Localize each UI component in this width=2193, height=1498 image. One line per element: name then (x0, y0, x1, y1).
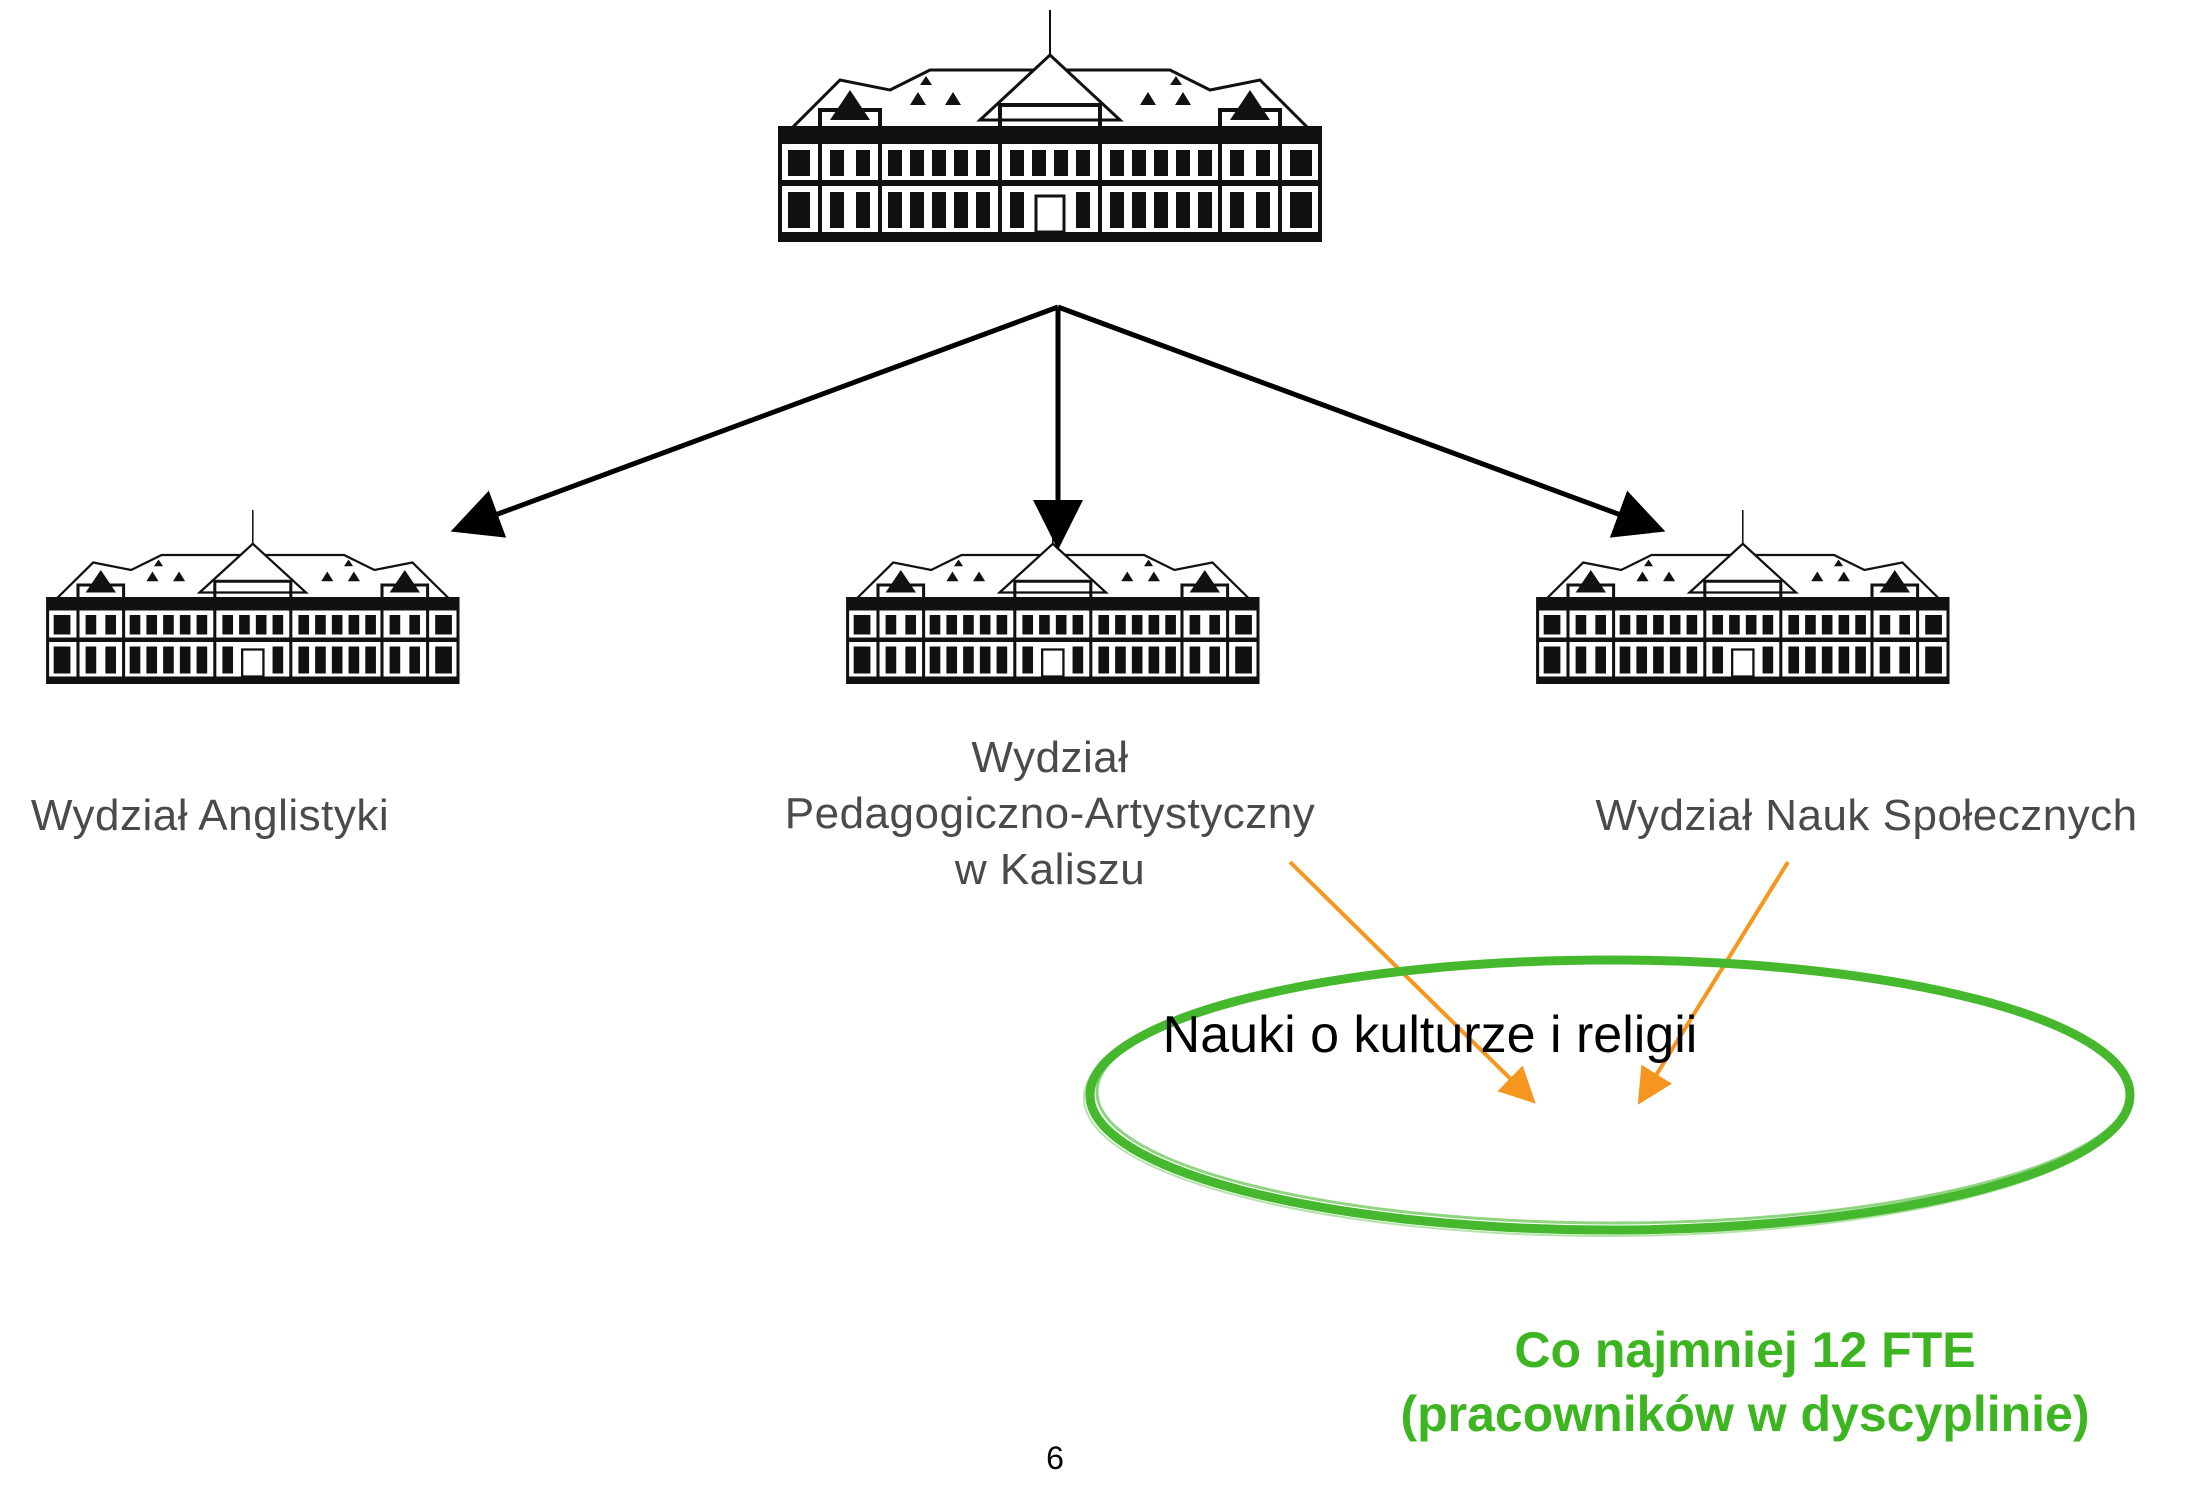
discipline-arrows (1288, 860, 1790, 1105)
fte-requirement-note: Co najmniej 12 FTE (pracowników w dyscyp… (1400, 1322, 2090, 1442)
faculty-building-icon (1536, 508, 1950, 685)
faculty-building-icon (846, 508, 1260, 685)
faculty-building-icon (46, 508, 460, 685)
university-building-icon (778, 8, 1322, 242)
arrow-nauk-to-discipline (1637, 860, 1790, 1105)
faculty-label-nauk-spolecznych: Wydział Nauk Społecznych (1595, 791, 2138, 840)
arrow-pedagog-to-discipline (1288, 860, 1536, 1104)
page-number: 6 (1046, 1440, 1064, 1476)
arrow-to-anglistyki (450, 304, 1059, 538)
hierarchy-arrows (450, 304, 1666, 550)
discipline-ellipse (1083, 955, 2135, 1237)
faculty-label-anglistyki: Wydział Anglistyki (30, 791, 390, 840)
discipline-label: Nauki o kulturze i religii (1162, 1006, 1698, 1064)
faculty-label-pedagogiczno-artystyczny: Wydział Pedagogiczno-Artystyczny w Kalis… (784, 733, 1316, 894)
arrow-to-nauk (1057, 304, 1666, 538)
